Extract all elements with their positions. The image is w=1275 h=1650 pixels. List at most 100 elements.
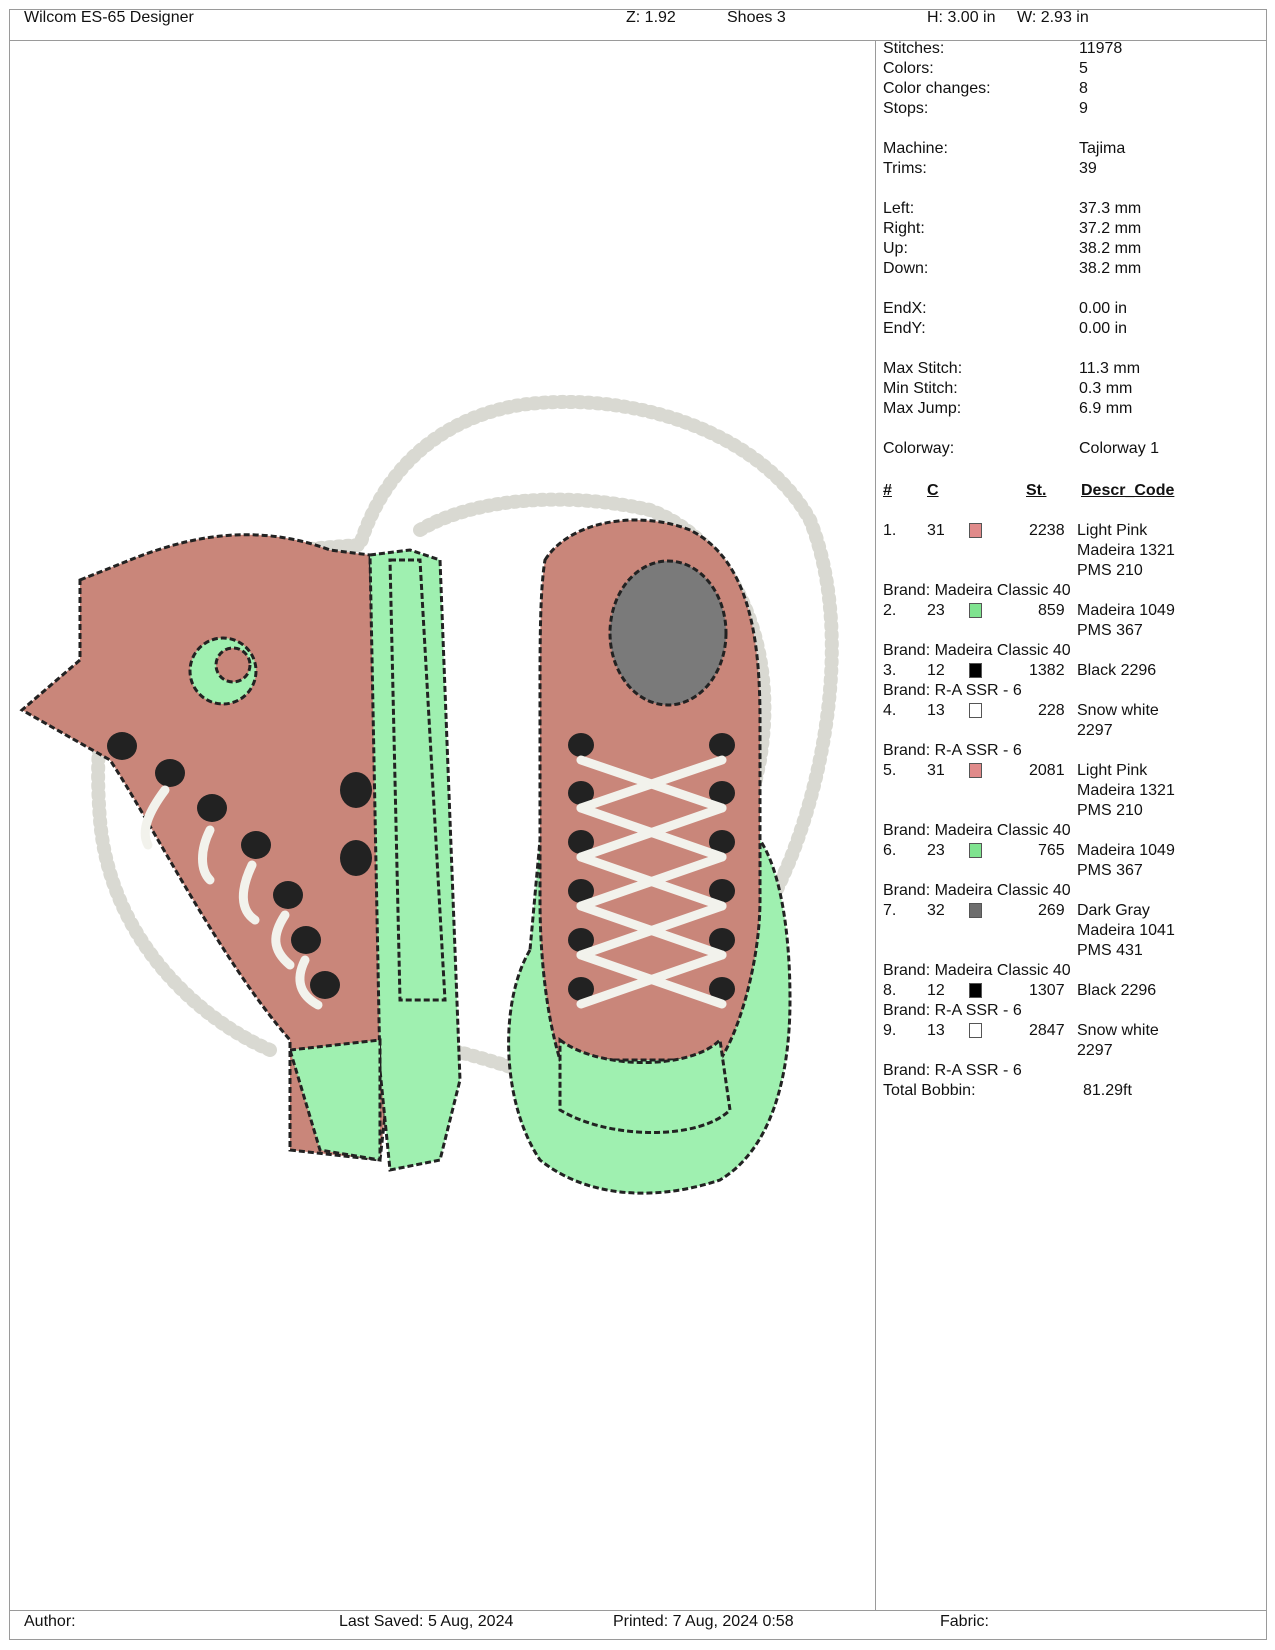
row-num: 6. — [883, 842, 897, 859]
row-stitches: 1307 — [1029, 982, 1065, 999]
row-desc-2: Madeira 1321 — [1077, 542, 1175, 559]
row-stitches: 228 — [1038, 702, 1065, 719]
row-desc-1: Light Pink — [1077, 762, 1148, 779]
row-num: 8. — [883, 982, 897, 999]
row-desc-3: PMS 210 — [1077, 802, 1143, 819]
col-header-num: # — [883, 482, 892, 499]
stops-label: Stops: — [883, 100, 929, 117]
row-stitches: 2238 — [1029, 522, 1065, 539]
row-num: 7. — [883, 902, 897, 919]
col-header-code: C — [927, 482, 939, 499]
row-code: 12 — [927, 982, 945, 999]
header-divider — [9, 40, 1267, 41]
thread-swatch — [969, 603, 982, 618]
max-jump-value: 6.9 mm — [1079, 400, 1133, 417]
endy-label: EndY: — [883, 320, 926, 337]
endy-value: 0.00 in — [1079, 320, 1128, 337]
row-desc-1: Snow white — [1077, 1022, 1159, 1039]
row-desc-2: PMS 367 — [1077, 862, 1143, 879]
right-shoe — [507, 518, 792, 1195]
row-code: 31 — [927, 522, 945, 539]
row-code: 13 — [927, 1022, 945, 1039]
min-stitch-label: Min Stitch: — [883, 380, 958, 397]
row-desc-2: PMS 367 — [1077, 622, 1143, 639]
row-desc-2: Madeira 1321 — [1077, 782, 1175, 799]
page-frame — [9, 9, 1267, 1640]
row-desc-1: Madeira 1049 — [1077, 602, 1175, 619]
row-code: 12 — [927, 662, 945, 679]
up-extent-label: Up: — [883, 240, 908, 257]
row-brand: Brand: Madeira Classic 40 — [883, 642, 1071, 659]
row-stitches: 1382 — [1029, 662, 1065, 679]
colorway-value: Colorway 1 — [1079, 440, 1160, 457]
row-desc-3: PMS 431 — [1077, 942, 1143, 959]
row-desc-2: 2297 — [1077, 1042, 1113, 1059]
up-extent-value: 38.2 mm — [1079, 240, 1142, 257]
row-stitches: 765 — [1038, 842, 1065, 859]
fabric-label: Fabric: — [940, 1613, 989, 1630]
row-stitches: 269 — [1038, 902, 1065, 919]
endx-label: EndX: — [883, 300, 927, 317]
stitches-label: Stitches: — [883, 40, 945, 57]
color-changes-label: Color changes: — [883, 80, 991, 97]
printed-date: Printed: 7 Aug, 2024 0:58 — [613, 1613, 794, 1630]
design-height: H: 3.00 in — [927, 9, 996, 26]
col-header-stitches: St. — [1026, 482, 1047, 499]
thread-swatch — [969, 1023, 982, 1038]
author-label: Author: — [24, 1613, 76, 1630]
panel-divider — [875, 40, 876, 1610]
row-stitches: 859 — [1038, 602, 1065, 619]
row-brand: Brand: R-A SSR - 6 — [883, 1062, 1022, 1079]
colors-label: Colors: — [883, 60, 934, 77]
down-extent-label: Down: — [883, 260, 929, 277]
thread-swatch — [969, 903, 982, 918]
zoom-level: Z: 1.92 — [626, 9, 676, 26]
row-num: 5. — [883, 762, 897, 779]
col-header-descr: Descr_Code — [1081, 482, 1175, 499]
row-desc-1: Madeira 1049 — [1077, 842, 1175, 859]
endx-value: 0.00 in — [1079, 300, 1128, 317]
colors-value: 5 — [1079, 60, 1088, 77]
thread-swatch — [969, 663, 982, 678]
row-num: 1. — [883, 522, 897, 539]
embroidery-design-preview — [19, 394, 839, 1195]
machine-value: Tajima — [1079, 140, 1126, 157]
max-jump-label: Max Jump: — [883, 400, 962, 417]
trims-label: Trims: — [883, 160, 927, 177]
app-title: Wilcom ES-65 Designer — [24, 9, 194, 26]
row-desc-1: Snow white — [1077, 702, 1159, 719]
right-extent-label: Right: — [883, 220, 925, 237]
row-stitches: 2081 — [1029, 762, 1065, 779]
row-code: 31 — [927, 762, 945, 779]
max-stitch-label: Max Stitch: — [883, 360, 963, 377]
total-bobbin-value: 81.29ft — [1083, 1082, 1132, 1099]
row-brand: Brand: Madeira Classic 40 — [883, 582, 1071, 599]
stops-value: 9 — [1079, 100, 1088, 117]
color-changes-value: 8 — [1079, 80, 1088, 97]
left-extent-label: Left: — [883, 200, 915, 217]
row-desc-2: 2297 — [1077, 722, 1113, 739]
design-name: Shoes 3 — [727, 9, 786, 26]
down-extent-value: 38.2 mm — [1079, 260, 1142, 277]
row-num: 3. — [883, 662, 897, 679]
row-brand: Brand: R-A SSR - 6 — [883, 742, 1022, 759]
trims-value: 39 — [1079, 160, 1097, 177]
right-shoe-eyelets — [568, 733, 735, 1001]
thread-swatch — [969, 523, 982, 538]
left-shoe — [19, 533, 462, 1172]
row-brand: Brand: R-A SSR - 6 — [883, 1002, 1022, 1019]
row-num: 2. — [883, 602, 897, 619]
max-stitch-value: 11.3 mm — [1079, 360, 1141, 377]
row-code: 23 — [927, 842, 945, 859]
thread-swatch — [969, 763, 982, 778]
row-desc-1: Light Pink — [1077, 522, 1148, 539]
row-code: 32 — [927, 902, 945, 919]
right-shoe-laces — [576, 755, 727, 1009]
row-code: 23 — [927, 602, 945, 619]
row-desc-1: Black 2296 — [1077, 662, 1157, 679]
min-stitch-value: 0.3 mm — [1079, 380, 1133, 397]
thread-swatch — [969, 983, 982, 998]
thread-swatch — [969, 703, 982, 718]
thread-swatch — [969, 843, 982, 858]
row-num: 9. — [883, 1022, 897, 1039]
